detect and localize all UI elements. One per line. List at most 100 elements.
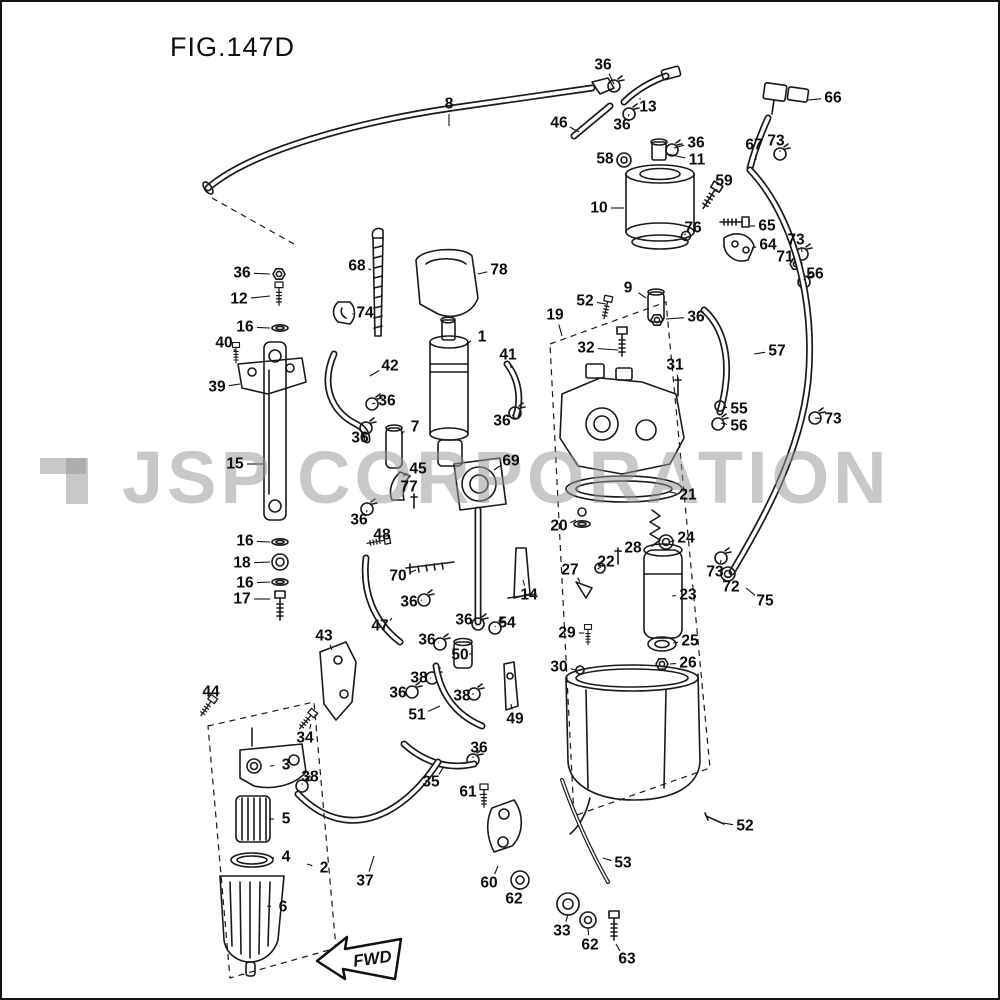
part-label-36: 36	[350, 511, 368, 529]
part-label-58: 58	[596, 150, 614, 168]
part-label-36: 36	[233, 264, 251, 282]
part-label-16: 16	[236, 574, 254, 592]
part-label-70: 70	[389, 567, 407, 585]
leader-line-14	[522, 579, 526, 586]
part-label-34: 34	[296, 729, 314, 747]
part-label-15: 15	[226, 455, 244, 473]
part-label-57: 57	[768, 342, 786, 360]
part-label-61: 61	[459, 783, 477, 801]
leader-line-18	[253, 561, 271, 564]
leader-line-16	[256, 581, 271, 584]
leader-line-42	[369, 369, 380, 377]
part-label-73: 73	[824, 410, 842, 428]
top-fittings	[570, 65, 810, 172]
part-label-71: 71	[776, 248, 794, 266]
leader-line-30	[570, 668, 577, 671]
leader-line-39	[228, 383, 241, 387]
leader-line-37	[368, 855, 375, 872]
part-label-26: 26	[679, 654, 697, 672]
part-label-17: 17	[233, 590, 251, 608]
leader-line-36	[253, 272, 271, 275]
lower-brackets	[197, 641, 357, 732]
leader-line-36	[627, 113, 630, 117]
left-bracket-column	[231, 267, 307, 621]
part-label-60: 60	[480, 874, 498, 892]
leader-line-36	[371, 402, 376, 405]
part-label-37: 37	[356, 872, 374, 890]
leader-line-59	[715, 188, 718, 193]
leader-line-40	[233, 348, 237, 353]
part-label-31: 31	[666, 356, 684, 374]
part-label-54: 54	[498, 614, 516, 632]
leader-line-49	[510, 703, 513, 710]
part-label-72: 72	[722, 578, 740, 596]
leader-line-51	[427, 705, 441, 712]
part-label-25: 25	[681, 632, 699, 650]
part-label-43: 43	[315, 627, 333, 645]
leader-line-36	[608, 73, 615, 85]
leader-line-60	[494, 865, 499, 875]
part-label-56: 56	[730, 417, 748, 435]
part-label-45: 45	[409, 460, 427, 478]
part-label-62: 62	[505, 890, 523, 908]
part-label-22: 22	[597, 553, 615, 571]
vapor-separator	[616, 138, 815, 289]
part-label-49: 49	[506, 710, 524, 728]
part-label-18: 18	[233, 554, 251, 572]
part-label-19: 19	[546, 306, 564, 324]
fwd-arrow: FWD	[307, 927, 417, 992]
part-label-50: 50	[451, 646, 469, 664]
part-label-52: 52	[576, 292, 594, 310]
leader-line-16	[256, 540, 271, 543]
part-label-59: 59	[715, 172, 733, 190]
leader-line-36	[365, 428, 368, 431]
leader-line-24	[669, 539, 675, 543]
part-label-39: 39	[208, 378, 226, 396]
part-label-74: 74	[356, 304, 374, 322]
part-label-56: 56	[806, 265, 824, 283]
part-label-36: 36	[687, 308, 705, 326]
part-label-36: 36	[400, 593, 418, 611]
part-label-6: 6	[278, 898, 288, 916]
part-label-51: 51	[408, 706, 426, 724]
leader-line-36	[665, 317, 685, 320]
leader-line-55	[723, 406, 728, 409]
leader-line-12	[250, 295, 271, 299]
part-label-36: 36	[455, 611, 473, 629]
leader-line-11	[667, 153, 686, 159]
part-label-36: 36	[470, 739, 488, 757]
part-label-63: 63	[618, 950, 636, 968]
leader-line-1	[465, 340, 472, 345]
part-label-8: 8	[444, 95, 454, 113]
leader-line-76	[683, 233, 687, 236]
part-label-36: 36	[687, 134, 705, 152]
strap-and-clip	[332, 227, 384, 337]
part-label-42: 42	[381, 357, 399, 375]
leader-line-43	[329, 644, 333, 651]
part-label-76: 76	[684, 219, 702, 237]
part-label-38: 38	[410, 669, 428, 687]
leader-line-52	[722, 822, 734, 826]
right-hoses	[700, 166, 826, 582]
part-label-14: 14	[520, 586, 538, 604]
leader-line-47	[389, 617, 393, 621]
leader-line-45	[402, 472, 408, 477]
fuel-pump-column	[365, 248, 537, 767]
part-label-65: 65	[758, 217, 776, 235]
part-label-16: 16	[236, 318, 254, 336]
leader-line-28	[620, 550, 623, 553]
leader-line-19	[558, 324, 563, 337]
leader-line-66	[807, 98, 822, 101]
leader-line-70	[409, 569, 417, 574]
part-label-28: 28	[624, 539, 642, 557]
small-fasteners-center	[599, 288, 682, 397]
leader-line-69	[493, 465, 501, 471]
leader-line-16	[256, 326, 271, 329]
leader-line-62	[587, 927, 590, 936]
center-hoses	[294, 350, 526, 824]
part-label-41: 41	[499, 346, 517, 364]
part-label-23: 23	[679, 586, 697, 604]
